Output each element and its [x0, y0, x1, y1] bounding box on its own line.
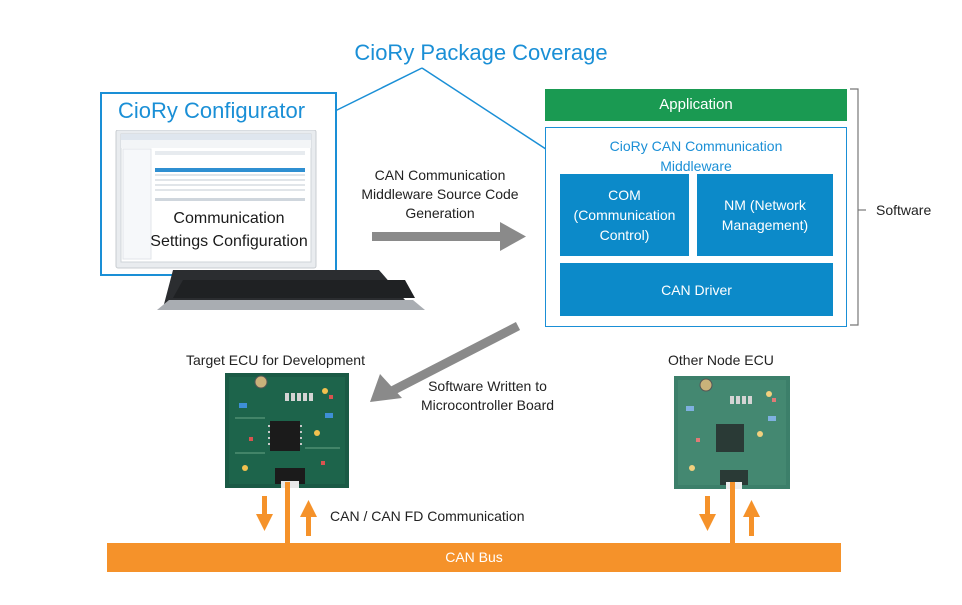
nm-block: NM (Network Management)	[697, 174, 833, 256]
generation-label: CAN Communication Middleware Source Code…	[345, 166, 535, 223]
laptop-icon	[115, 130, 425, 310]
comm-label: CAN / CAN FD Communication	[330, 508, 525, 524]
screen-text-line1: Communication	[173, 210, 285, 227]
other-up-arrow	[743, 500, 760, 536]
generation-label-line3: Generation	[405, 205, 475, 221]
com-line1: COM	[608, 187, 641, 203]
middleware-title-line2: Middleware	[660, 158, 732, 174]
generation-label-line2: Middleware Source Code	[361, 186, 519, 202]
other-down-arrow	[699, 496, 716, 531]
page-title: CioRy Package Coverage	[354, 40, 608, 65]
com-block: COM (Communication Control)	[560, 174, 689, 256]
write-label-line1: Software Written to	[428, 378, 547, 394]
com-line3: Control)	[599, 227, 650, 243]
generation-label-line1: CAN Communication	[374, 167, 506, 183]
can-bus: CAN Bus	[107, 543, 841, 572]
configurator-title: CioRy Configurator	[118, 98, 306, 123]
application-block: Application	[545, 89, 847, 121]
software-bracket	[850, 88, 866, 326]
other-ecu-label: Other Node ECU	[668, 352, 774, 368]
generation-arrow	[372, 222, 526, 251]
nm-line1: NM (Network	[724, 197, 806, 213]
target-ecu-board	[225, 373, 349, 488]
laptop-illustration: Communication Settings Configuration	[113, 130, 443, 315]
can-driver-block: CAN Driver	[560, 263, 833, 316]
com-line2: (Communication	[573, 207, 676, 223]
write-label: Software Written to Microcontroller Boar…	[400, 377, 575, 415]
target-down-arrow	[256, 496, 273, 531]
write-label-line2: Microcontroller Board	[420, 397, 555, 413]
screen-text-line2: Settings Configuration	[150, 233, 308, 250]
middleware-title: CioRy CAN Communication Middleware	[545, 136, 847, 176]
software-label: Software	[876, 202, 932, 218]
nm-line2: Management)	[721, 217, 809, 233]
other-ecu-board	[674, 376, 790, 489]
target-up-arrow	[300, 500, 317, 536]
write-arrow	[370, 322, 521, 402]
target-ecu-label: Target ECU for Development	[186, 352, 365, 368]
middleware-title-line1: CioRy CAN Communication	[609, 138, 783, 154]
